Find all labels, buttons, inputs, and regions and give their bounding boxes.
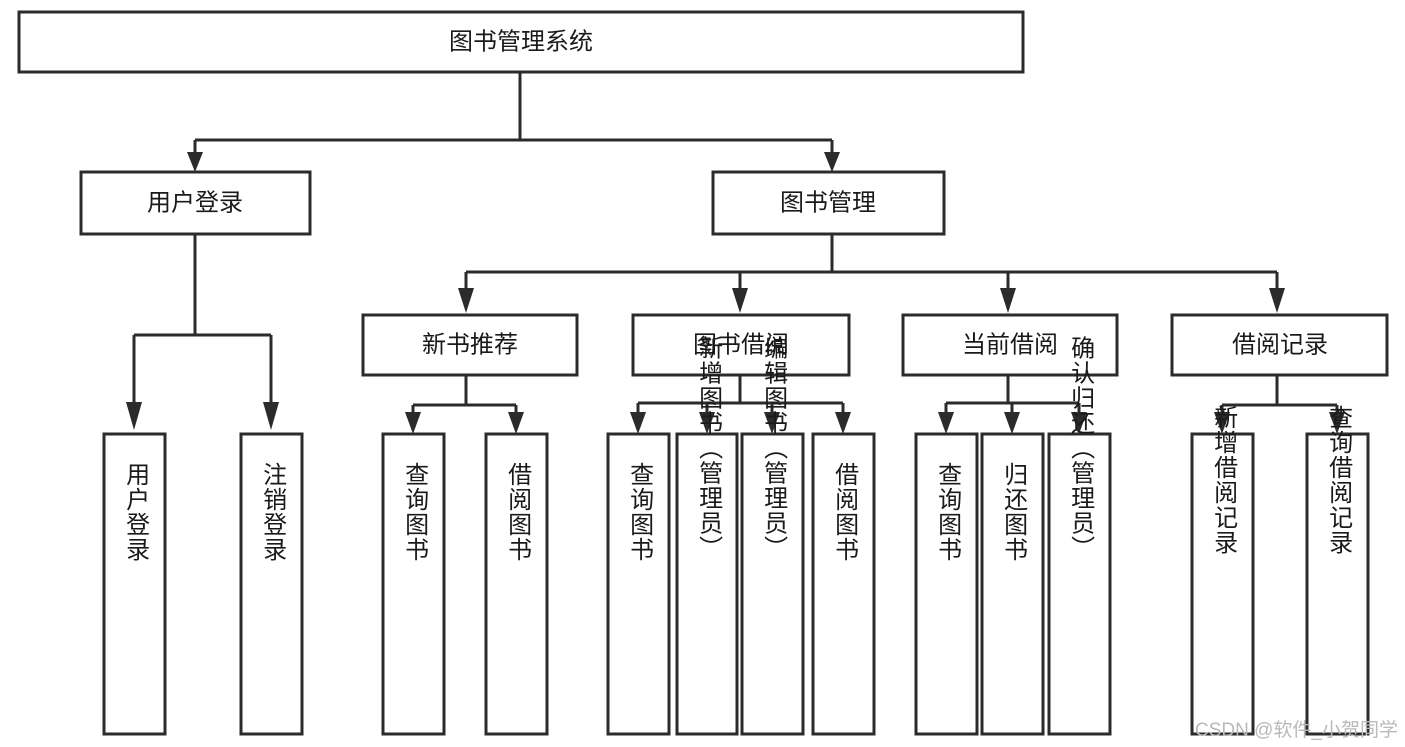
node-borrow-record[interactable]: 借阅记录: [1170, 313, 1389, 377]
node-leaf-return-book-label: 归还图书: [1000, 462, 1028, 562]
node-book-manage-box[interactable]: [711, 170, 946, 236]
arrow-head-book-manage: [824, 152, 840, 172]
node-user-login-label: 用户登录: [147, 189, 243, 216]
node-root[interactable]: 图书管理系统: [17, 10, 1025, 74]
node-leaf-query-record[interactable]: 查询借阅记录: [1305, 405, 1370, 736]
node-leaf-query-book-1-label: 查询图书: [401, 462, 429, 562]
node-leaf-query-record-box[interactable]: [1305, 432, 1370, 736]
arrow-head-leaf-logout-login: [263, 402, 279, 430]
node-leaf-add-record-box[interactable]: [1190, 432, 1255, 736]
node-leaf-borrow-book-1-box[interactable]: [484, 432, 549, 736]
node-leaf-logout-login[interactable]: 注销登录: [239, 432, 304, 736]
node-leaf-borrow-book-2-label: 借阅图书: [831, 462, 859, 562]
node-new-book-recommend[interactable]: 新书推荐: [361, 313, 579, 377]
node-current-borrow-box[interactable]: [901, 313, 1119, 377]
node-leaf-user-login-label: 用户登录: [122, 462, 150, 562]
arrow-head-borrow-record: [1269, 288, 1285, 313]
node-leaf-user-login-box[interactable]: [102, 432, 167, 736]
node-book-borrow[interactable]: 图书借阅: [631, 313, 851, 377]
node-leaf-borrow-book-2-box[interactable]: [811, 432, 876, 736]
connector-layer: [126, 72, 1345, 434]
arrow-head-leaf-add-book: [699, 412, 715, 434]
arrow-head-leaf-edit-book: [764, 412, 780, 434]
node-leaf-add-book[interactable]: 新增图书（管理员）: [675, 336, 739, 736]
node-leaf-return-book-box[interactable]: [980, 432, 1045, 736]
node-borrow-record-label: 借阅记录: [1232, 331, 1328, 358]
node-root-box[interactable]: [17, 10, 1025, 74]
node-leaf-return-book[interactable]: 归还图书: [980, 432, 1045, 736]
node-leaf-edit-book-label: 编辑图书（管理员）: [760, 336, 788, 561]
node-leaf-query-book-2[interactable]: 查询图书: [606, 432, 671, 736]
node-leaf-query-book-3[interactable]: 查询图书: [914, 432, 979, 736]
node-borrow-record-box[interactable]: [1170, 313, 1389, 377]
arrow-head-leaf-add-record: [1214, 412, 1230, 434]
watermark-label: CSDN @软件_小贺同学: [1195, 719, 1398, 741]
node-user-login[interactable]: 用户登录: [79, 170, 312, 236]
node-leaf-query-book-1-box[interactable]: [381, 432, 446, 736]
node-leaf-borrow-book-1[interactable]: 借阅图书: [484, 432, 549, 736]
node-book-borrow-box[interactable]: [631, 313, 851, 377]
node-leaf-query-book-2-label: 查询图书: [626, 462, 654, 562]
node-leaf-borrow-book-2[interactable]: 借阅图书: [811, 432, 876, 736]
node-leaf-user-login[interactable]: 用户登录: [102, 432, 167, 736]
node-new-book-recommend-box[interactable]: [361, 313, 579, 377]
node-leaf-query-book-2-box[interactable]: [606, 432, 671, 736]
arrow-head-book-borrow: [732, 288, 748, 313]
node-leaf-borrow-book-1-label: 借阅图书: [504, 462, 532, 562]
node-book-manage[interactable]: 图书管理: [711, 170, 946, 236]
node-leaf-confirm-return-label: 确认归还（管理员）: [1067, 336, 1095, 561]
node-leaf-query-book-3-label: 查询图书: [934, 462, 962, 562]
node-leaf-edit-book-box[interactable]: [740, 432, 805, 736]
node-root-label: 图书管理系统: [449, 28, 593, 55]
arrow-head-leaf-query-record: [1329, 412, 1345, 434]
node-current-borrow[interactable]: 当前借阅: [901, 313, 1119, 377]
node-leaf-add-record[interactable]: 新增借阅记录: [1190, 405, 1255, 736]
arrow-head-new-book-recommend: [458, 288, 474, 313]
node-current-borrow-label: 当前借阅: [962, 331, 1058, 358]
node-leaf-edit-book[interactable]: 编辑图书（管理员）: [740, 336, 805, 736]
node-book-manage-label: 图书管理: [780, 189, 876, 216]
arrow-head-leaf-borrow-book-2: [835, 412, 851, 434]
arrow-head-leaf-return-book: [1004, 412, 1020, 434]
node-leaf-confirm-return-box[interactable]: [1047, 432, 1112, 736]
node-leaf-confirm-return[interactable]: 确认归还（管理员）: [1047, 336, 1112, 736]
arrow-head-leaf-query-book-3: [938, 412, 954, 434]
node-leaf-add-record-label: 新增借阅记录: [1210, 405, 1238, 555]
arrow-head-current-borrow: [1000, 288, 1016, 313]
arrow-head-leaf-query-book-2: [630, 412, 646, 434]
node-book-borrow-label: 图书借阅: [693, 331, 789, 358]
node-leaf-query-book-3-box[interactable]: [914, 432, 979, 736]
node-new-book-recommend-label: 新书推荐: [422, 331, 518, 358]
node-leaf-add-book-label: 新增图书（管理员）: [695, 336, 723, 561]
node-leaf-logout-login-label: 注销登录: [259, 462, 287, 562]
node-user-login-box[interactable]: [79, 170, 312, 236]
node-leaf-logout-login-box[interactable]: [239, 432, 304, 736]
arrow-head-user-login: [187, 152, 203, 172]
arrow-head-leaf-confirm-return: [1071, 412, 1087, 434]
node-leaf-add-book-box[interactable]: [675, 432, 739, 736]
arrow-head-leaf-query-book-1: [405, 412, 421, 434]
node-leaf-query-record-label: 查询借阅记录: [1325, 405, 1353, 555]
arrow-head-leaf-borrow-book-1: [508, 412, 524, 434]
arrow-head-leaf-user-login: [126, 402, 142, 430]
node-leaf-query-book-1[interactable]: 查询图书: [381, 432, 446, 736]
